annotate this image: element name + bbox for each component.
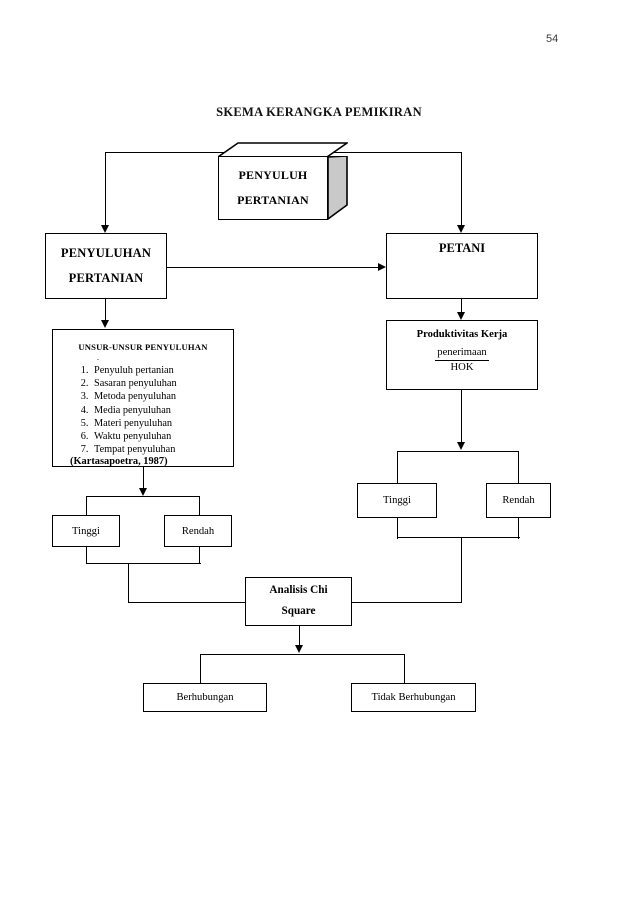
connector-right-merge-to-chi — [351, 602, 462, 604]
rendah-right-label: Rendah — [502, 495, 535, 506]
list-item: Media penyuluhan — [91, 404, 233, 417]
connector-tinggi-right-down — [397, 518, 399, 539]
arrowhead-to-penyuluhan — [100, 225, 109, 233]
diagram-title: SKEMA KERANGKA PEMIKIRAN — [216, 105, 422, 119]
connector-left-merge-to-chi — [128, 602, 247, 604]
formula-denominator: HOK — [450, 362, 474, 374]
arrowhead-to-produktivitas — [456, 312, 465, 320]
node-rendah-left: Rendah — [164, 515, 232, 547]
berhubungan-label: Berhubungan — [176, 692, 234, 703]
connector-right-split-to-tinggi — [397, 451, 399, 484]
arrowhead-to-petani — [456, 225, 465, 233]
connector-left-split-bar — [86, 496, 200, 498]
unsur-title: UNSUR-UNSUR PENYULUHAN — [78, 342, 208, 352]
connector-left-split-to-rendah — [199, 496, 201, 516]
connector-unsur-down — [143, 467, 145, 489]
node-unsur-unsur-penyuluhan: UNSUR-UNSUR PENYULUHAN . Penyuluh pertan… — [52, 329, 234, 467]
tinggi-left-label: Tinggi — [72, 525, 100, 537]
connector-split-to-berhubungan — [200, 654, 202, 684]
produktivitas-formula: penerimaan HOK — [435, 347, 489, 374]
connector-tinggi-left-down — [86, 547, 88, 564]
connector-top-right-vertical — [461, 152, 463, 226]
produktivitas-title: Produktivitas Kerja — [416, 329, 508, 340]
list-item: Waktu penyuluhan — [91, 430, 233, 443]
page-number: 54 — [546, 33, 559, 45]
penyuluhan-pertanian-line1: PENYULUHAN — [60, 246, 152, 261]
node-tinggi-left: Tinggi — [52, 515, 120, 547]
unsur-citation: (Kartasapoetra, 1987) — [70, 456, 168, 468]
connector-result-split-bar — [200, 654, 405, 656]
arrowhead-chi-split — [294, 645, 303, 653]
connector-rendah-left-down — [199, 547, 201, 564]
node-penyuluhan-pertanian: PENYULUHAN PERTANIAN — [45, 233, 167, 299]
connector-rendah-right-down — [518, 518, 520, 539]
node-petani: PETANI — [386, 233, 538, 299]
arrowhead-penyuluhan-to-petani — [378, 263, 386, 271]
list-item: Metoda penyuluhan — [91, 390, 233, 403]
chi-square-line1: Analisis Chi — [269, 584, 328, 597]
block-side-face — [328, 156, 348, 220]
connector-penyuluhan-to-unsur — [105, 299, 107, 321]
arrowhead-unsur-split — [138, 488, 147, 496]
connector-top-left-vertical — [105, 152, 107, 226]
connector-left-split-to-tinggi — [86, 496, 88, 516]
rendah-left-label: Rendah — [181, 525, 215, 537]
penyuluh-pertanian-line1: PENYULUH — [238, 168, 308, 182]
list-item: Penyuluh pertanian — [91, 364, 233, 377]
connector-right-merge-down — [461, 537, 463, 603]
chi-square-line2: Square — [281, 605, 316, 617]
connector-left-merge-down — [128, 563, 130, 603]
tinggi-right-label: Tinggi — [383, 495, 411, 506]
formula-numerator: penerimaan — [435, 347, 489, 362]
list-item: Sasaran penyuluhan — [91, 377, 233, 390]
unsur-dot: . — [97, 353, 99, 362]
connector-right-split-bar — [397, 451, 519, 453]
connector-petani-to-produktivitas — [461, 299, 463, 313]
connector-produktivitas-down — [461, 390, 463, 443]
node-rendah-right: Rendah — [486, 483, 551, 518]
connector-chi-down — [299, 626, 301, 648]
node-berhubungan: Berhubungan — [143, 683, 267, 712]
node-analisis-chi-square: Analisis Chi Square — [245, 577, 352, 626]
arrowhead-produktivitas-split — [456, 442, 465, 450]
node-tinggi-right: Tinggi — [357, 483, 437, 518]
list-item: Tempat penyuluhan — [91, 443, 233, 456]
unsur-list: Penyuluh pertanian Sasaran penyuluhan Me… — [53, 364, 233, 456]
node-penyuluh-pertanian: PENYULUH PERTANIAN — [218, 142, 348, 220]
list-item: Materi penyuluhan — [91, 417, 233, 430]
block-front-face: PENYULUH PERTANIAN — [218, 156, 328, 220]
node-tidak-berhubungan: Tidak Berhubungan — [351, 683, 476, 712]
node-produktivitas-kerja: Produktivitas Kerja penerimaan HOK — [386, 320, 538, 390]
tidak-berhubungan-label: Tidak Berhubungan — [371, 692, 456, 703]
connector-right-merge-bar — [397, 537, 520, 539]
connector-split-to-tidak-berhubungan — [404, 654, 406, 684]
connector-right-split-to-rendah — [518, 451, 520, 484]
connector-penyuluhan-to-petani — [167, 267, 379, 269]
penyuluhan-pertanian-line2: PERTANIAN — [68, 270, 144, 285]
connector-left-merge-bar — [86, 563, 201, 565]
penyuluh-pertanian-line2: PERTANIAN — [237, 193, 309, 207]
arrowhead-to-unsur — [100, 320, 109, 328]
petani-label: PETANI — [438, 241, 486, 255]
